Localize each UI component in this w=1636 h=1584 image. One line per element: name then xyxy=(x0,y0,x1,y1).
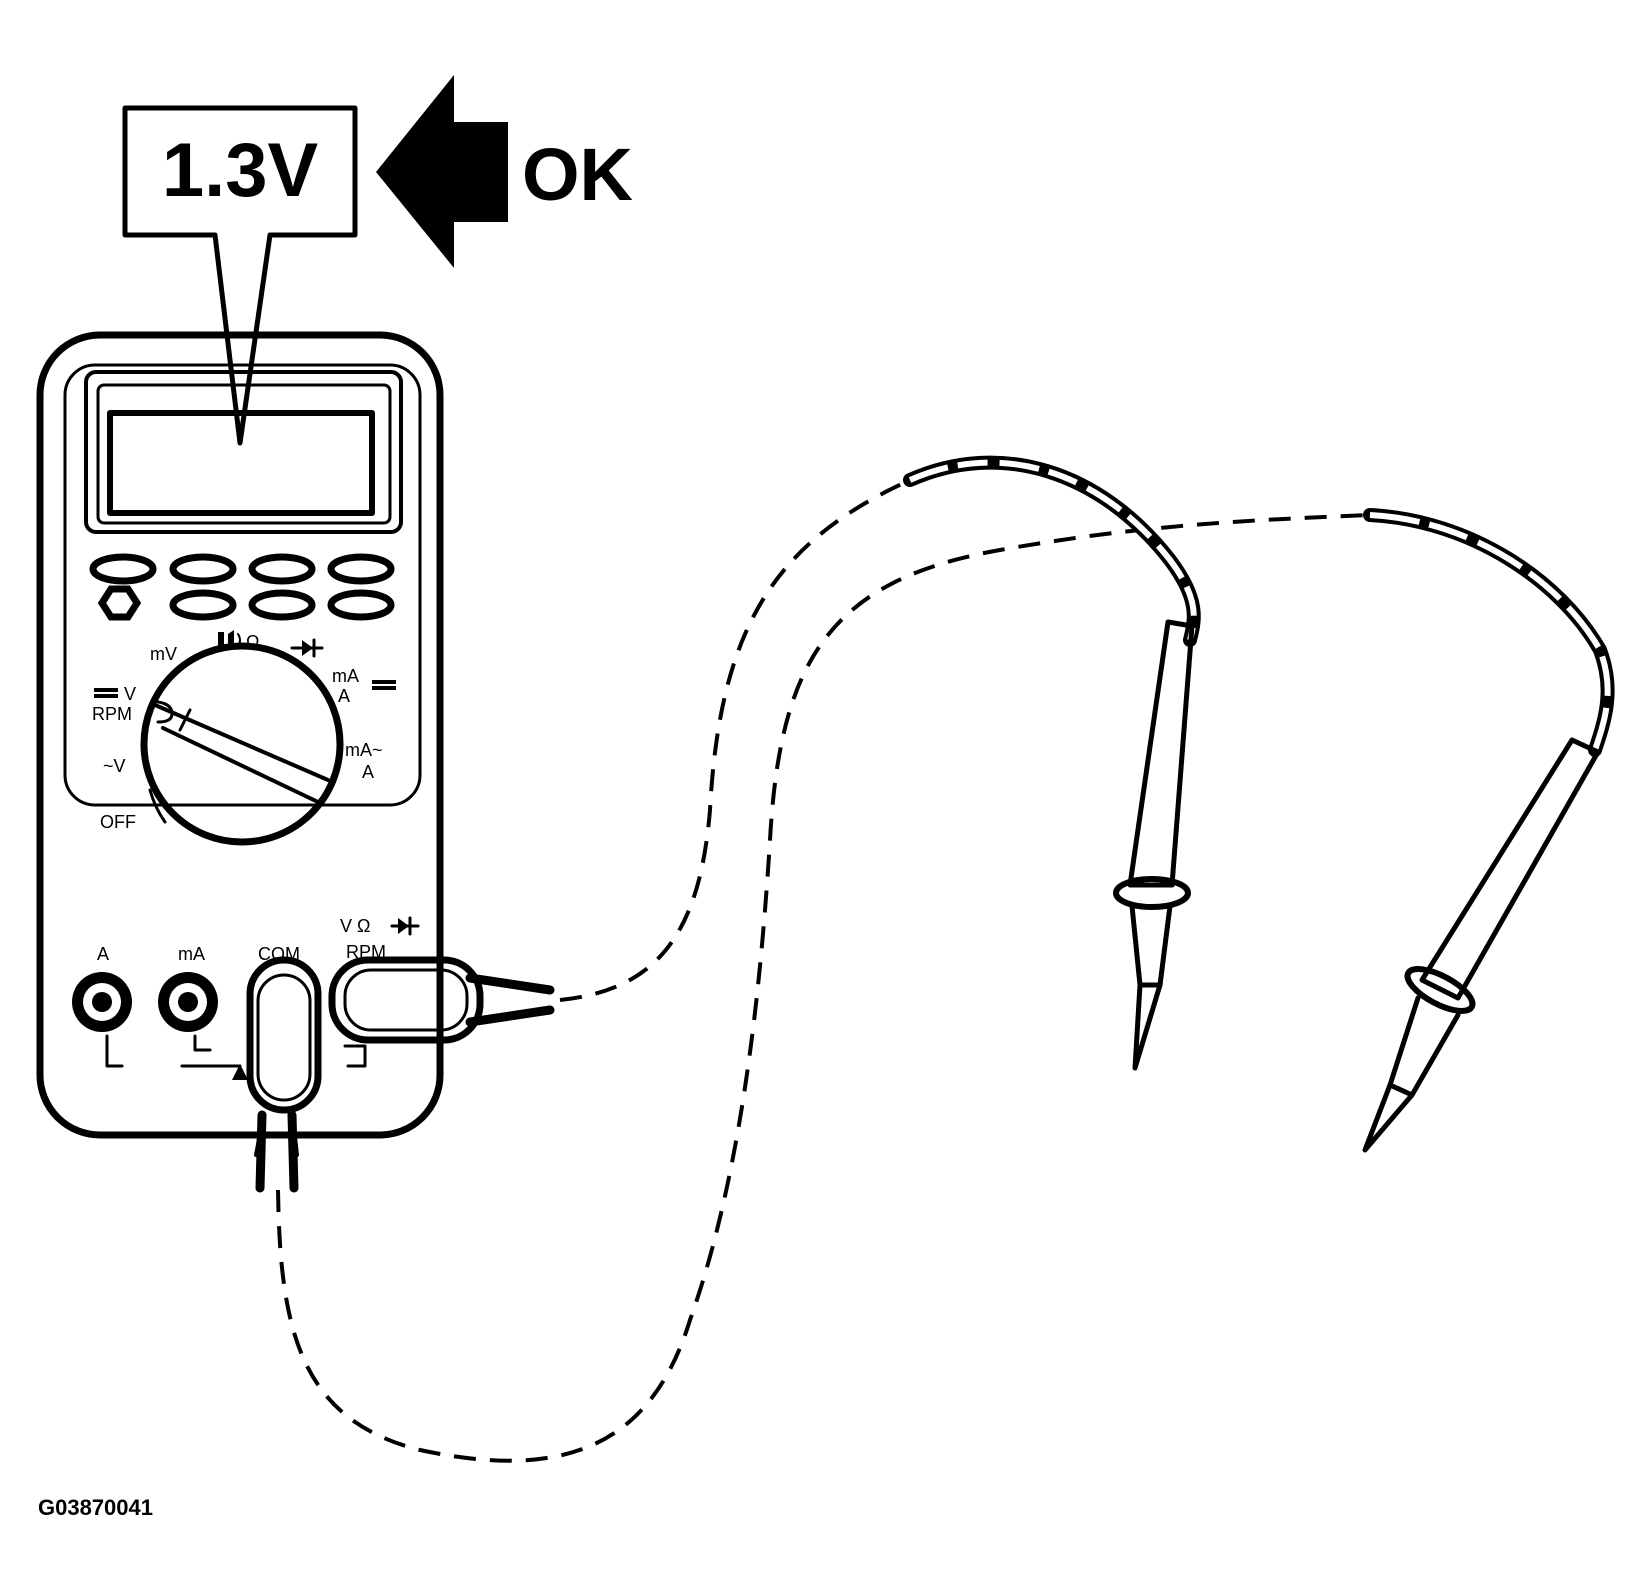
ok-text: OK xyxy=(522,133,633,216)
jack-a xyxy=(72,972,132,1068)
dial-label-ma-dc: mA xyxy=(332,666,359,686)
diode-icon xyxy=(390,916,420,936)
meter-display xyxy=(107,410,375,516)
com-plug xyxy=(246,956,322,1193)
reading-text: 1.3V xyxy=(162,128,319,213)
keypad xyxy=(89,553,395,621)
probe-black xyxy=(1362,508,1615,1153)
key-button xyxy=(169,553,237,585)
dial-label-a-dc: A xyxy=(338,686,350,706)
dc-symbol-icon xyxy=(94,688,118,698)
key-button xyxy=(327,553,395,585)
dial-label-ac-v: ~V xyxy=(103,756,126,776)
key-button xyxy=(169,589,237,621)
key-button xyxy=(248,553,316,585)
rotary-dial xyxy=(140,642,344,846)
dial-label-off: OFF xyxy=(100,812,136,832)
jack-label-a: A xyxy=(97,944,109,964)
reading-callout: 1.3V xyxy=(122,105,358,446)
continuity-icon xyxy=(218,630,241,650)
dial-label-a-ac: A xyxy=(362,762,374,782)
ok-arrow-icon xyxy=(376,75,508,268)
dc-symbol-icon xyxy=(372,680,396,690)
lead-wire-com xyxy=(276,513,1371,1463)
key-button xyxy=(97,585,142,621)
dial-label-rpm: RPM xyxy=(92,704,132,724)
dial-label-ma-ac: mA~ xyxy=(345,740,383,760)
dial-label-mv: mV xyxy=(150,644,177,664)
dial-label-ohm: Ω xyxy=(246,632,259,652)
meter-body xyxy=(36,331,444,1139)
v-plug xyxy=(328,956,555,1044)
dial-label-dc-v: V xyxy=(124,684,136,704)
jack-label-v-ohm: V Ω xyxy=(340,916,370,936)
key-button xyxy=(248,589,316,621)
diode-icon xyxy=(290,638,324,658)
lead-wire-v xyxy=(559,478,911,1002)
jack-ma xyxy=(158,972,242,1068)
jack-label-ma: mA xyxy=(178,944,205,964)
jack-v-bracket xyxy=(343,1044,367,1068)
probe-red xyxy=(903,455,1201,1071)
key-button xyxy=(327,589,395,621)
figure-code: G03870041 xyxy=(38,1495,153,1520)
warning-icon xyxy=(232,1064,248,1080)
key-button xyxy=(89,553,157,585)
